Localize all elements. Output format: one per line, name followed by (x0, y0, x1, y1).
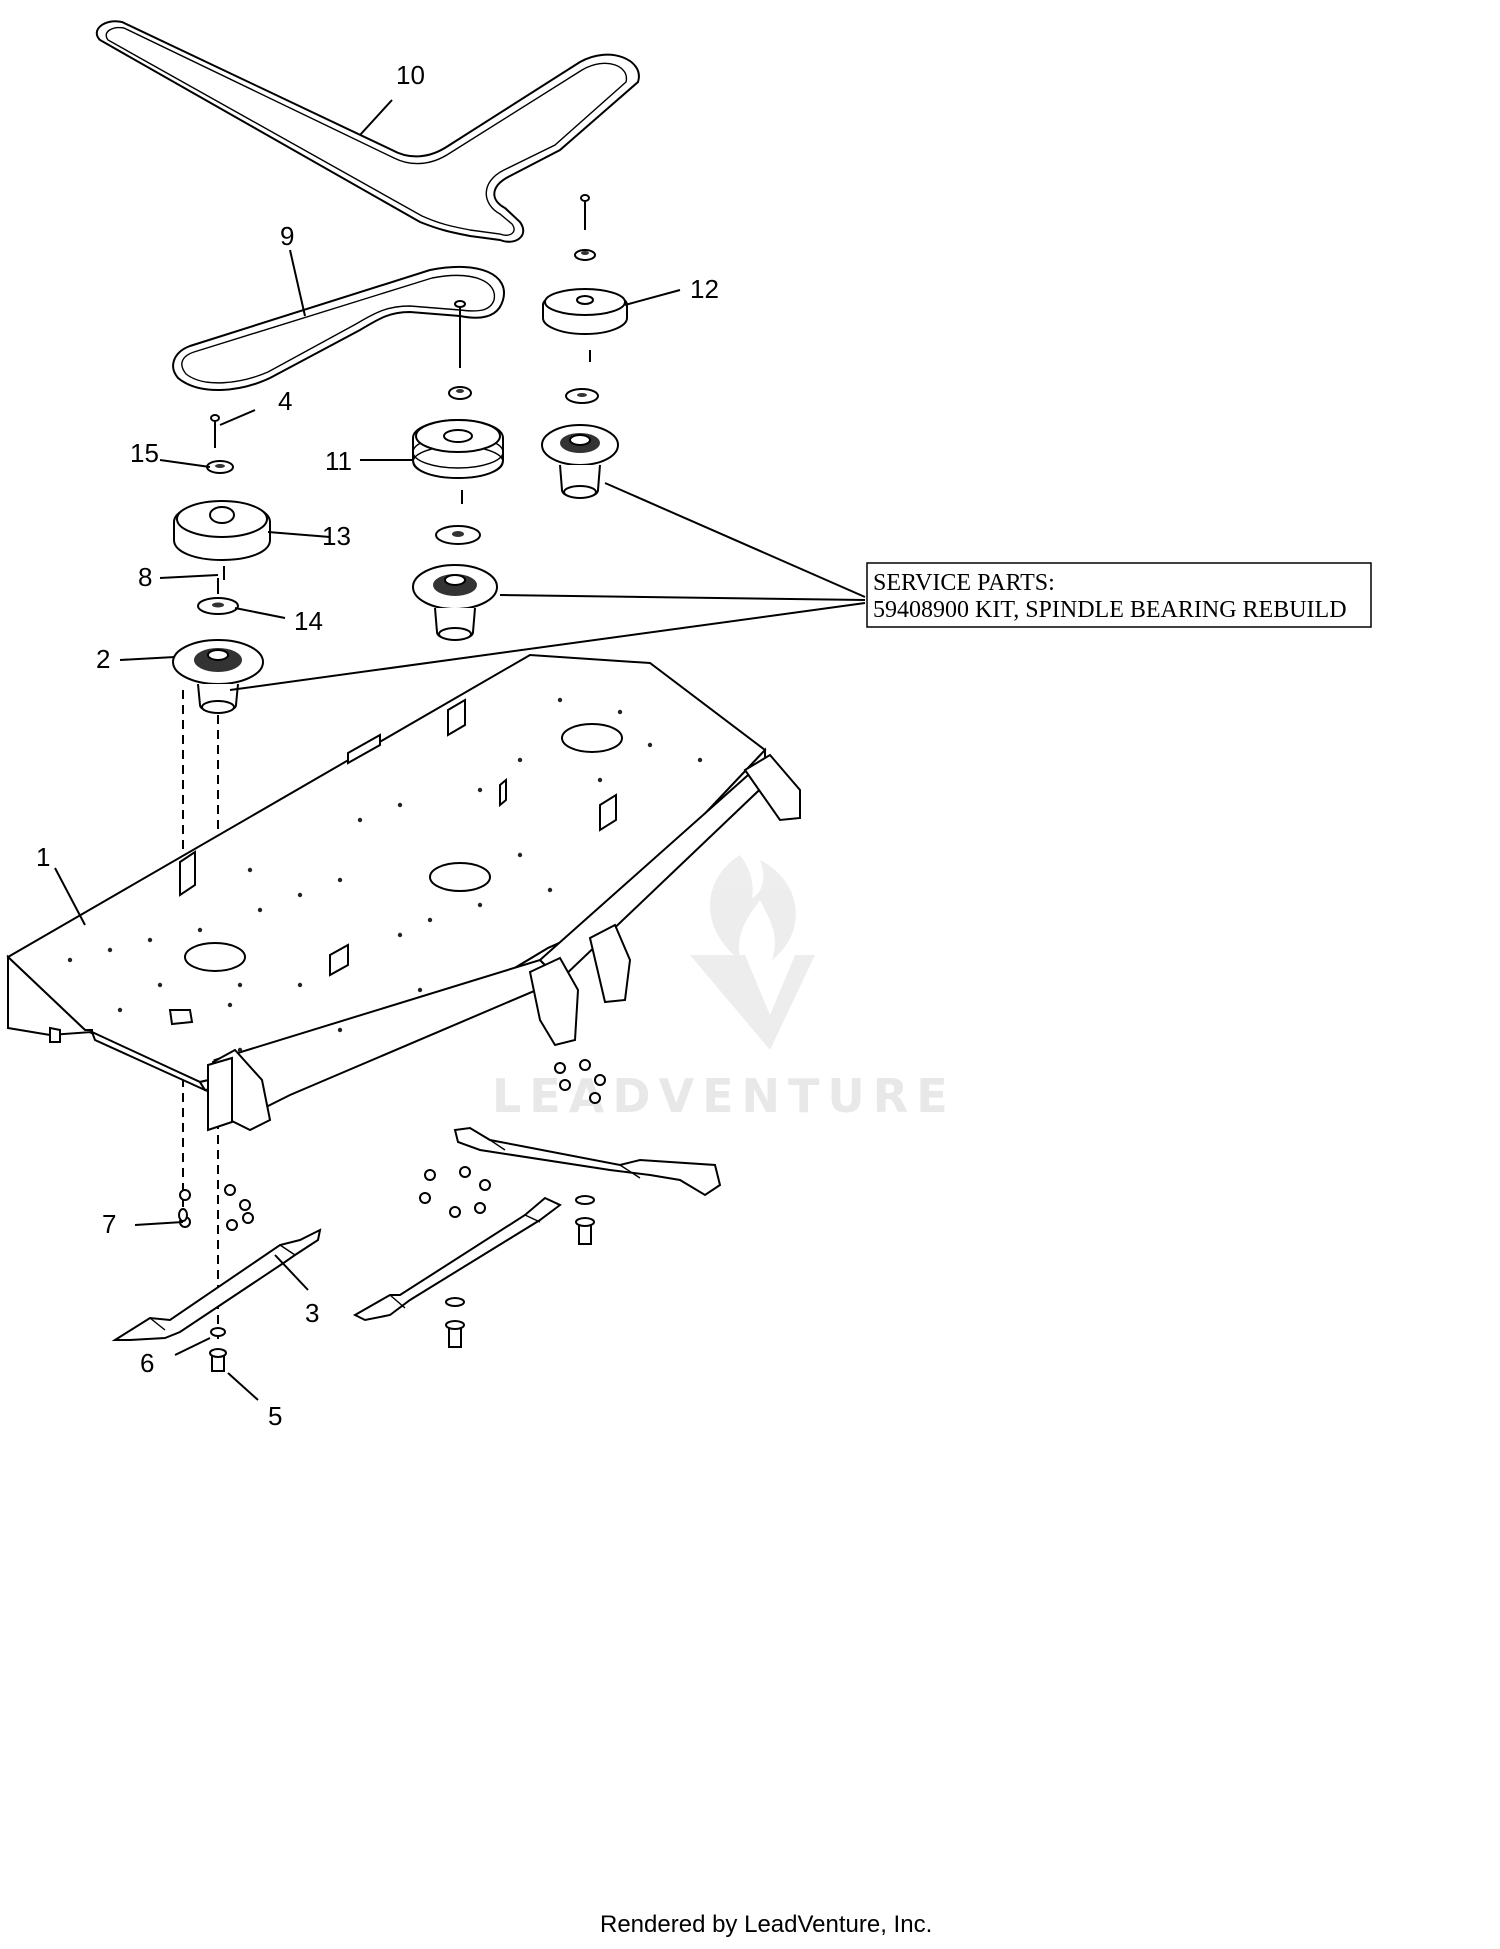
callout-2: 2 (96, 644, 110, 674)
blade-center (453, 1126, 722, 1197)
callout-13: 13 (322, 521, 351, 551)
callout-4: 4 (278, 386, 292, 416)
service-parts-box: SERVICE PARTS: 59408900 KIT, SPINDLE BEA… (866, 562, 1372, 628)
service-parts-title: SERVICE PARTS: (873, 570, 1055, 596)
callout-14: 14 (294, 606, 323, 636)
spindle-housing-right (541, 424, 619, 499)
leader-lines (54, 99, 866, 1401)
blade-right (352, 1196, 562, 1322)
watermark-text: LEADVENTURE (492, 1069, 956, 1123)
spindle-housing-left (172, 639, 264, 714)
spindle-housing-center (412, 564, 498, 641)
callout-3: 3 (305, 1298, 319, 1328)
callout-labels: 10 9 12 4 15 11 13 8 14 2 1 7 3 6 5 (36, 60, 719, 1431)
callout-5: 5 (268, 1401, 282, 1431)
hardware-nuts (179, 1059, 606, 1231)
blade-hardware (178, 578, 595, 1372)
pulley-13-stack (173, 414, 271, 615)
callout-1: 1 (36, 842, 50, 872)
belt-9 (172, 265, 505, 392)
belt-10 (95, 20, 640, 243)
callout-6: 6 (140, 1348, 154, 1378)
callout-10: 10 (396, 60, 425, 90)
callout-15: 15 (130, 438, 159, 468)
callout-8: 8 (138, 562, 152, 592)
callout-12: 12 (690, 274, 719, 304)
blade-left (111, 1228, 322, 1341)
callout-11: 11 (325, 446, 352, 476)
pulley-11-stack (412, 300, 504, 545)
callout-7: 7 (102, 1209, 116, 1239)
footer-credit: Rendered by LeadVenture, Inc. (600, 1911, 932, 1938)
watermark-logo: LEADVENTURE (492, 855, 956, 1123)
pulley-12-stack (542, 194, 628, 404)
callout-9: 9 (280, 221, 294, 251)
service-parts-kit: 59408900 KIT, SPINDLE BEARING REBUILD (873, 597, 1347, 623)
mower-deck (6, 653, 801, 1132)
